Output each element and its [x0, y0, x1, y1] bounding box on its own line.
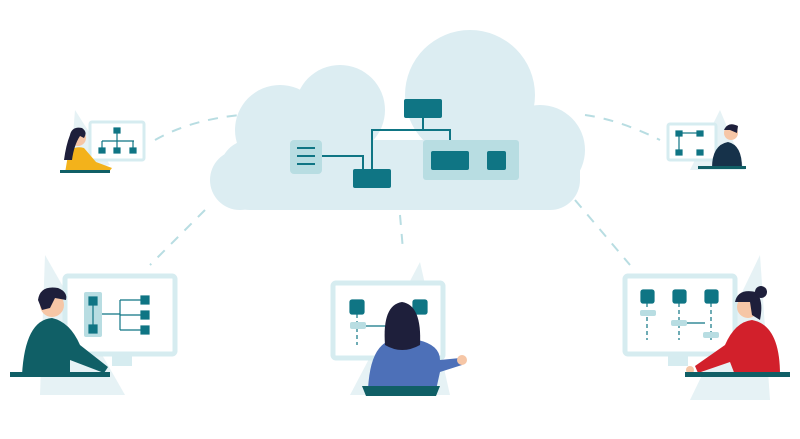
cloud-icon [210, 30, 585, 210]
connector-bottom-left [149, 209, 206, 266]
person-bottom-center [330, 262, 467, 396]
flowchart-icon [290, 99, 519, 188]
connector-top-right [584, 114, 661, 141]
monitor-icon [666, 122, 718, 162]
person-top-left [60, 110, 146, 173]
person-top-right [666, 110, 746, 170]
connector-bottom-right [574, 199, 631, 266]
dashed-connectors [149, 114, 661, 266]
person-bottom-right [622, 255, 790, 400]
person-bottom-left [10, 255, 178, 395]
connector-bottom-center [399, 214, 404, 251]
connector-top-left [154, 114, 241, 141]
